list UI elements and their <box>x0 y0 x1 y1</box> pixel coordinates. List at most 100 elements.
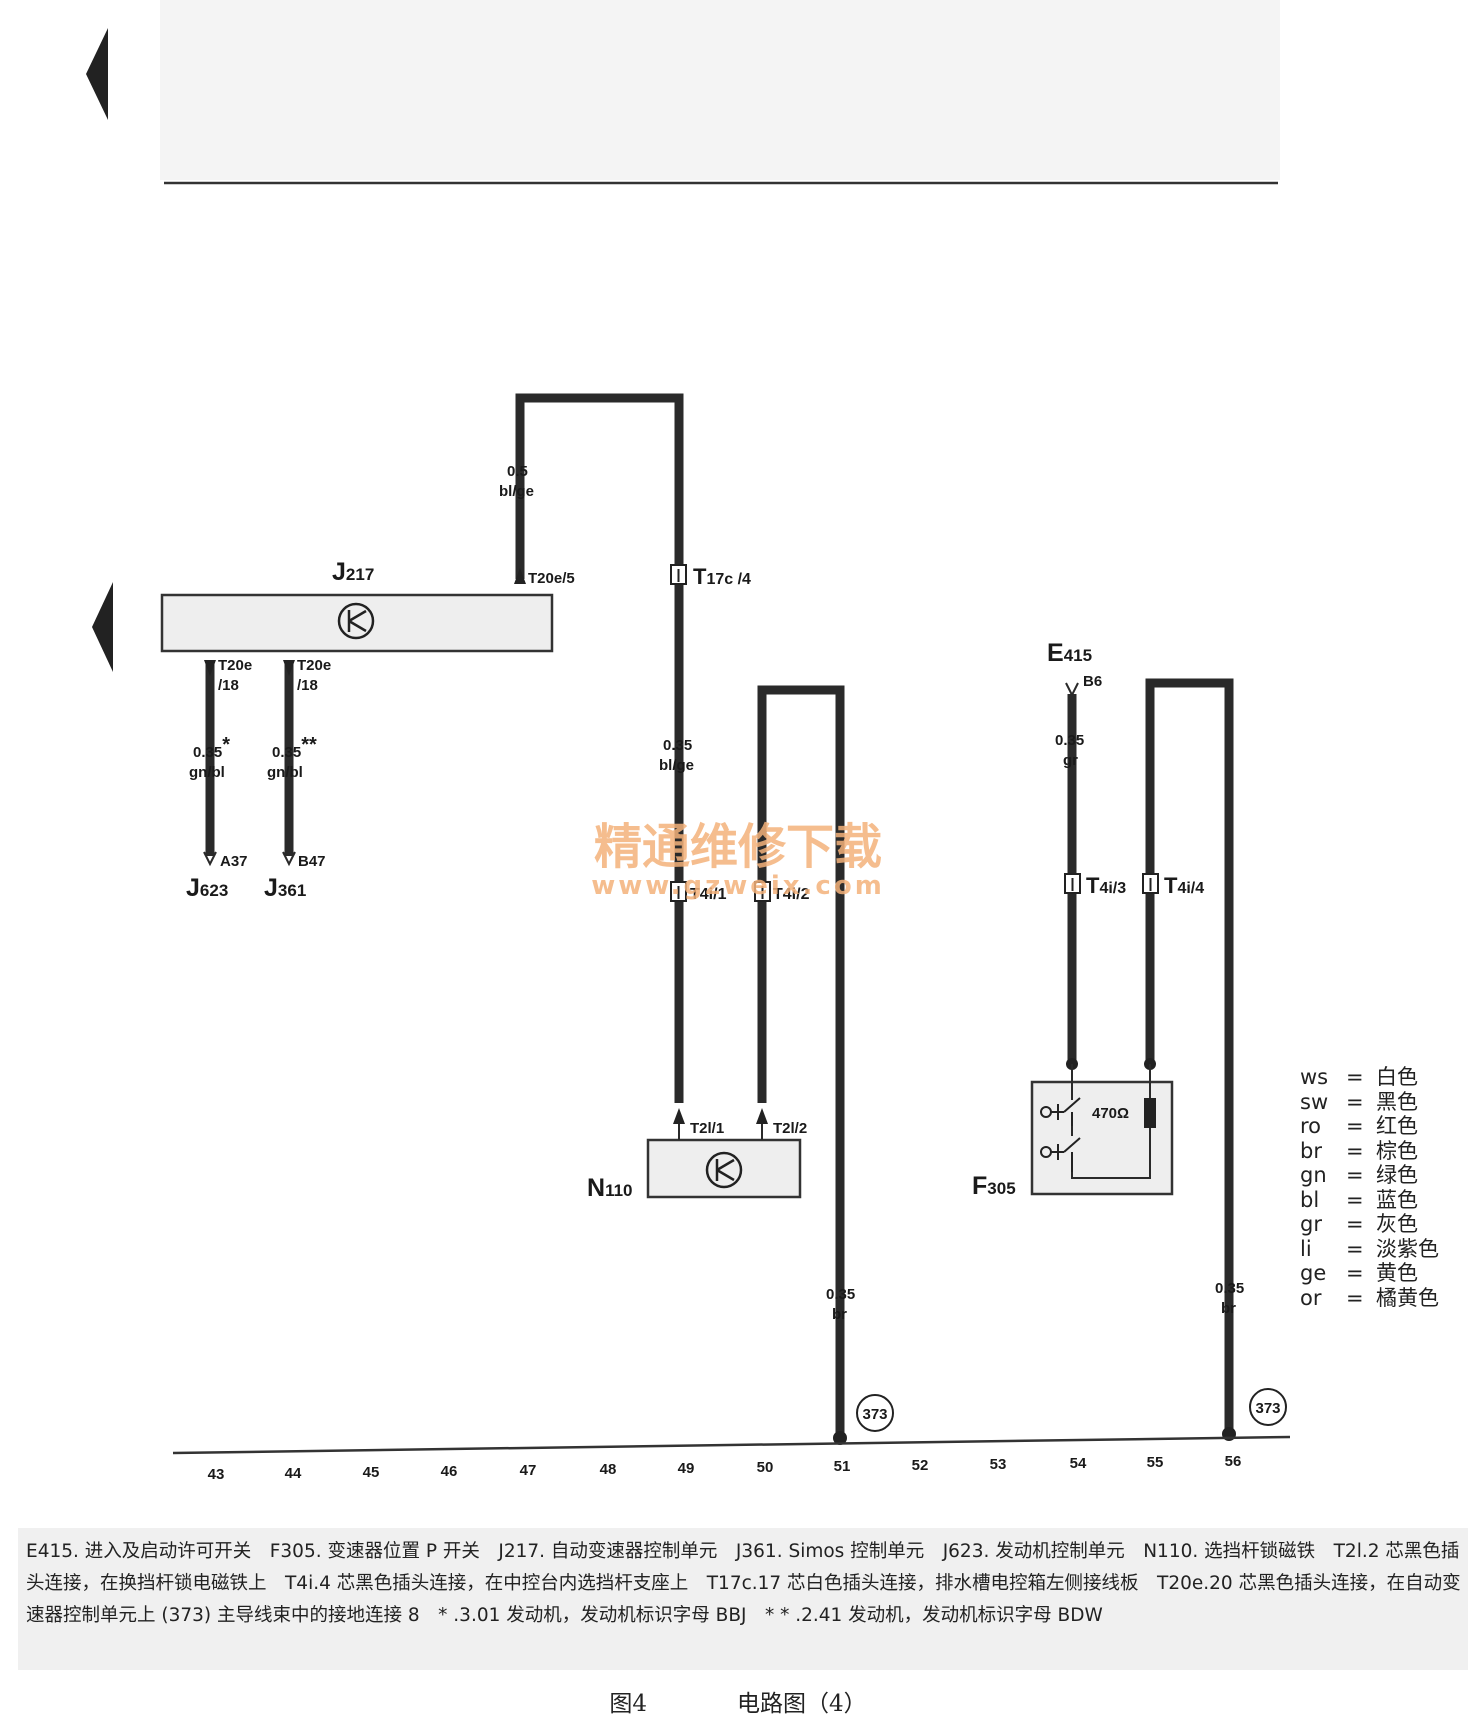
wire-bl-ge-05 <box>515 393 684 1103</box>
track-number: 49 <box>678 1460 695 1477</box>
wire-color-gn-bl-2: gn/bl <box>267 764 303 781</box>
legend-name: 淡紫色 <box>1376 1236 1439 1261</box>
legend-code: gn <box>1300 1163 1327 1187</box>
wire-size-035-gr: 0.35 <box>1055 732 1084 749</box>
track-number: 45 <box>363 1464 380 1481</box>
pin-b6: B6 <box>1083 673 1102 690</box>
pin-t20e18b-top: T20e <box>297 657 331 674</box>
legend-row: br=棕色 <box>1300 1139 1470 1164</box>
watermark-url: www.gzweix.com <box>591 871 885 901</box>
label-j217: J217 <box>332 558 374 586</box>
legend-eq: = <box>1346 1089 1364 1114</box>
color-legend: ws=白色 sw=黑色 ro=红色 br=棕色 gn=绿色 bl=蓝色 gr=灰… <box>1300 1065 1470 1310</box>
legend-name: 绿色 <box>1376 1163 1418 1187</box>
legend-name: 蓝色 <box>1376 1187 1418 1212</box>
legend-code: br <box>1300 1138 1322 1163</box>
figure-number: 图4 <box>609 1691 647 1717</box>
track-number: 55 <box>1147 1454 1164 1471</box>
pin-t4i1: T4i/1 <box>690 886 727 903</box>
legend-name: 灰色 <box>1376 1212 1418 1236</box>
pin-t20e5: T20e/5 <box>528 570 575 587</box>
pin-t20e18b-bot: /18 <box>297 677 318 694</box>
wire-color-gr: gr <box>1063 752 1078 769</box>
track-number: 56 <box>1225 1453 1242 1470</box>
legend-row: sw=黑色 <box>1300 1090 1470 1115</box>
watermark-cn: 精通维修下载 <box>594 819 882 875</box>
resistor-icon <box>1144 1098 1156 1128</box>
track-number: 53 <box>990 1456 1007 1473</box>
track-number: 46 <box>441 1463 458 1480</box>
legend-row: bl = 蓝色 <box>1300 1188 1470 1213</box>
connector-t4i3-icon <box>1064 873 1081 894</box>
legend-name: 黑色 <box>1376 1089 1418 1114</box>
label-n110: N110 <box>587 1174 633 1202</box>
legend-row: ws=白色 <box>1300 1065 1470 1090</box>
legend-row: li = 淡紫色 <box>1300 1237 1470 1262</box>
wire-f305-loop <box>1145 678 1234 1438</box>
legend-eq: = <box>1346 1114 1364 1138</box>
faded-header-band <box>160 0 1280 180</box>
component-caption: E415. 进入及启动许可开关 F305. 变速器位置 P 开关 J217. 自… <box>26 1541 1461 1626</box>
wire-size-035-star: 0.35* <box>193 734 230 761</box>
ground-373-a-icon <box>856 1394 894 1432</box>
ground-373-b-icon <box>1249 1388 1287 1426</box>
j217-symbol-icon <box>337 602 375 640</box>
wire-color-gn-bl-1: gn/bl <box>189 764 225 781</box>
label-j361: J361 <box>264 874 306 902</box>
figure-title: 图4 电路图（4） <box>0 1684 1476 1718</box>
track-number: 44 <box>285 1465 302 1482</box>
caption-band <box>18 1528 1468 1670</box>
pin-t20e18a-arrow-icon <box>204 660 216 676</box>
label-e415: E415 <box>1047 639 1092 667</box>
pin-t4i2: T4i/2 <box>773 886 810 903</box>
pin-b47-fork-icon <box>282 851 296 867</box>
legend-eq: = <box>1346 1187 1364 1212</box>
legend-eq: = <box>1346 1212 1364 1236</box>
ground-node-a <box>833 1431 847 1445</box>
pin-t20e5-arrow-icon <box>514 568 526 584</box>
track-number: 48 <box>600 1461 617 1478</box>
legend-eq: = <box>1346 1285 1364 1310</box>
pin-t4i4: T4i/4 <box>1164 873 1204 898</box>
page-arrow-left-icon[interactable] <box>92 582 113 672</box>
legend-code: ge <box>1300 1261 1327 1285</box>
pin-a37: A37 <box>220 853 248 870</box>
pin-t20e18b-arrow-icon <box>283 660 295 676</box>
wire-size-035-bl-ge: 0.35 <box>663 737 692 754</box>
pin-t4i3: T4i/3 <box>1086 873 1126 898</box>
wire-size-035-br-1: 0.35 <box>826 1286 855 1303</box>
track-number: 54 <box>1070 1455 1087 1472</box>
track-number: 52 <box>912 1457 929 1474</box>
legend-code: bl <box>1300 1187 1320 1212</box>
track-number: 51 <box>834 1458 851 1475</box>
pin-t2l2: T2l/2 <box>773 1120 807 1137</box>
legend-code: gr <box>1300 1212 1322 1236</box>
wire-n110-loop <box>757 685 845 1438</box>
pin-b6-fork-icon <box>1065 682 1079 698</box>
n110-symbol-icon <box>705 1151 743 1189</box>
legend-name: 橘黄色 <box>1376 1285 1439 1310</box>
track-numbers: 43 44 45 46 47 48 49 50 51 52 53 54 55 5… <box>208 1453 1242 1483</box>
ground-bus <box>172 1435 1291 1455</box>
legend-row: gn = 绿色 <box>1300 1163 1470 1188</box>
pin-a37-fork-icon <box>203 851 217 867</box>
label-f305: F305 <box>972 1172 1016 1200</box>
legend-eq: = <box>1346 1163 1364 1187</box>
track-number: 43 <box>208 1466 225 1483</box>
wire-color-br-1: br <box>832 1306 847 1323</box>
page-arrow-top-icon[interactable] <box>86 28 108 120</box>
wire-color-br-2: br <box>1221 1300 1236 1317</box>
figure-name: 电路图（4） <box>737 1691 867 1717</box>
legend-name: 棕色 <box>1376 1138 1418 1163</box>
legend-eq: = <box>1346 1236 1364 1261</box>
wire-color-bl-ge-2: bl/ge <box>659 757 694 774</box>
ground-373-b: 373 <box>1255 1400 1280 1417</box>
wire-size-035-br-2: 0.35 <box>1215 1280 1244 1297</box>
legend-code: li <box>1300 1236 1312 1261</box>
connector-t4i2-icon <box>754 881 771 902</box>
switch-lower-icon <box>1040 1137 1081 1172</box>
legend-code: ws <box>1300 1065 1329 1089</box>
pin-b47: B47 <box>298 853 326 870</box>
connector-t17c4-icon <box>670 564 687 585</box>
